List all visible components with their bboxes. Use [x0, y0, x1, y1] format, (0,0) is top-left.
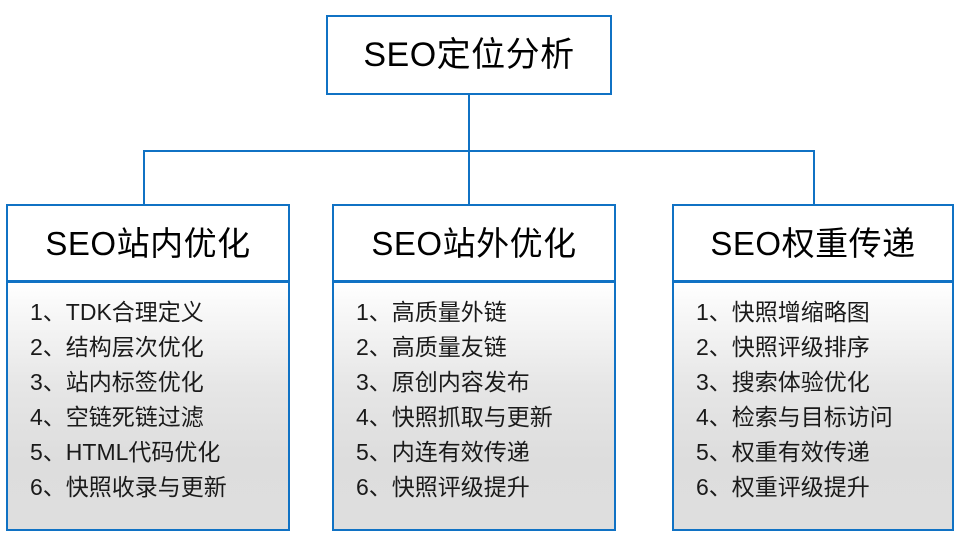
root-node: SEO定位分析	[326, 15, 612, 95]
branch-1-body: 1、TDK合理定义 2、结构层次优化 3、站内标签优化 4、空链死链过滤 5、H…	[6, 281, 290, 531]
branch-2-header: SEO站外优化	[332, 204, 616, 282]
connector-branch-2-vertical	[468, 150, 470, 205]
branch-2-item-list: 1、高质量外链 2、高质量友链 3、原创内容发布 4、快照抓取与更新 5、内连有…	[334, 295, 614, 505]
branch-2-header-label: SEO站外优化	[371, 224, 577, 262]
branch-3-body: 1、快照增缩略图 2、快照评级排序 3、搜索体验优化 4、检索与目标访问 5、权…	[672, 281, 954, 531]
list-item: 6、快照评级提升	[356, 474, 530, 500]
list-item: 6、快照收录与更新	[30, 474, 227, 500]
list-item: 4、检索与目标访问	[696, 404, 893, 430]
branch-1-header: SEO站内优化	[6, 204, 290, 282]
branch-3-header: SEO权重传递	[672, 204, 954, 282]
connector-branch-1-vertical	[143, 150, 145, 205]
list-item: 5、内连有效传递	[356, 439, 530, 465]
branch-column-3: SEO权重传递 1、快照增缩略图 2、快照评级排序 3、搜索体验优化 4、检索与…	[672, 204, 956, 531]
list-item: 2、快照评级排序	[696, 334, 870, 360]
list-item: 3、搜索体验优化	[696, 369, 870, 395]
root-node-label: SEO定位分析	[363, 36, 575, 74]
connector-horizontal-bus	[143, 150, 815, 152]
branch-column-2: SEO站外优化 1、高质量外链 2、高质量友链 3、原创内容发布 4、快照抓取与…	[332, 204, 616, 531]
list-item: 1、TDK合理定义	[30, 299, 204, 325]
branch-3-header-label: SEO权重传递	[710, 224, 916, 262]
branch-columns: SEO站内优化 1、TDK合理定义 2、结构层次优化 3、站内标签优化 4、空链…	[0, 204, 960, 534]
branch-1-item-list: 1、TDK合理定义 2、结构层次优化 3、站内标签优化 4、空链死链过滤 5、H…	[8, 295, 288, 505]
list-item: 6、权重评级提升	[696, 474, 870, 500]
list-item: 1、快照增缩略图	[696, 299, 870, 325]
list-item: 5、权重有效传递	[696, 439, 870, 465]
connector-root-vertical	[468, 95, 470, 152]
list-item: 4、空链死链过滤	[30, 404, 204, 430]
list-item: 3、原创内容发布	[356, 369, 530, 395]
branch-2-body: 1、高质量外链 2、高质量友链 3、原创内容发布 4、快照抓取与更新 5、内连有…	[332, 281, 616, 531]
list-item: 5、HTML代码优化	[30, 439, 221, 465]
list-item: 2、高质量友链	[356, 334, 507, 360]
branch-1-header-label: SEO站内优化	[45, 224, 251, 262]
list-item: 2、结构层次优化	[30, 334, 204, 360]
connector-branch-3-vertical	[813, 150, 815, 205]
list-item: 4、快照抓取与更新	[356, 404, 553, 430]
branch-3-item-list: 1、快照增缩略图 2、快照评级排序 3、搜索体验优化 4、检索与目标访问 5、权…	[674, 295, 952, 505]
branch-column-1: SEO站内优化 1、TDK合理定义 2、结构层次优化 3、站内标签优化 4、空链…	[6, 204, 290, 531]
list-item: 1、高质量外链	[356, 299, 507, 325]
list-item: 3、站内标签优化	[30, 369, 204, 395]
